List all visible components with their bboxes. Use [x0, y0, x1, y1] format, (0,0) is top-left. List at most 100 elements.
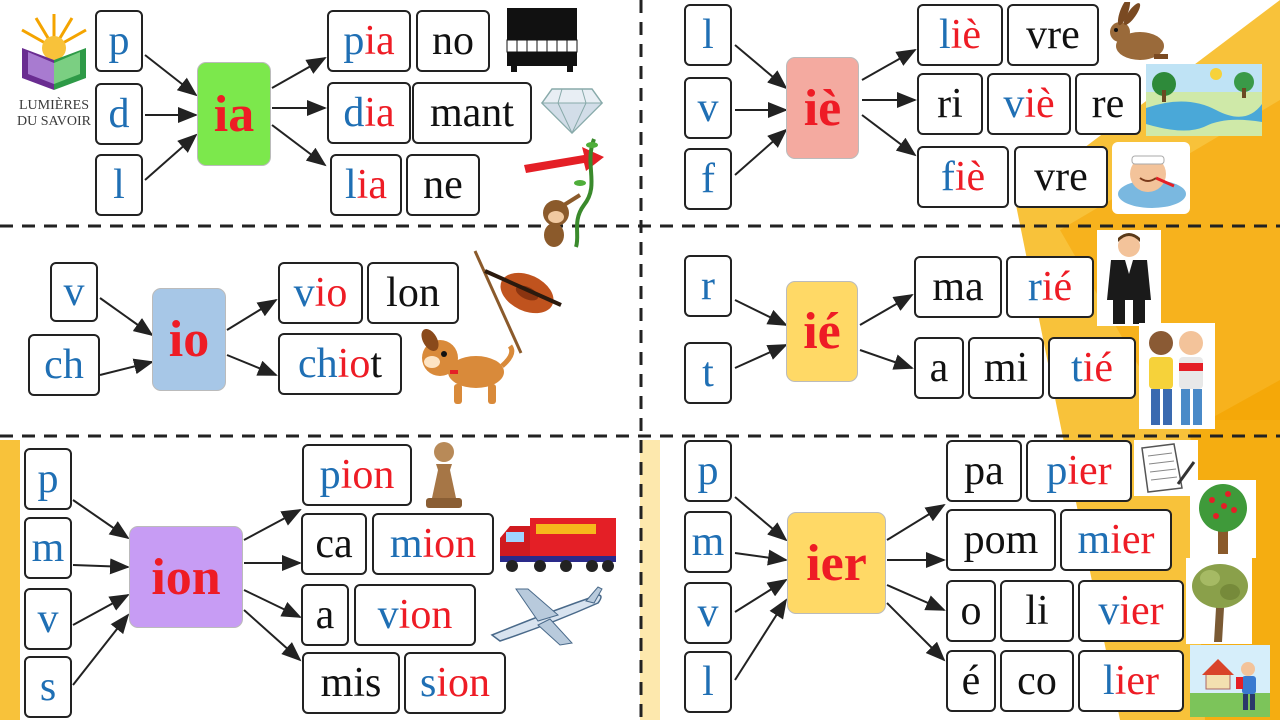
syllable-mi[interactable]: mi: [968, 337, 1044, 399]
consonant-p[interactable]: p: [95, 10, 143, 72]
diamond-icon: [540, 88, 604, 135]
syllable-ne[interactable]: ne: [406, 154, 480, 216]
sound-ia[interactable]: ia: [197, 62, 271, 166]
truck-icon: [500, 518, 616, 572]
syllable-ri[interactable]: ri: [917, 73, 983, 135]
consonant-l[interactable]: l: [684, 651, 732, 713]
syllable-pia[interactable]: pia: [327, 10, 411, 72]
brand-logo: LUMIÈRES DU SAVOIR: [8, 8, 100, 129]
syllable-part: ier: [1110, 517, 1155, 563]
sound-ie-acute[interactable]: ié: [786, 281, 858, 382]
syllable-part: v: [293, 270, 315, 316]
consonant-s[interactable]: s: [24, 656, 72, 718]
syllable-part: m: [1077, 517, 1111, 563]
syllable-part: d: [343, 90, 365, 136]
consonant-f[interactable]: f: [684, 148, 732, 210]
piano-icon: [506, 8, 578, 72]
syllable-a[interactable]: a: [301, 584, 349, 646]
consonant-m[interactable]: m: [684, 511, 732, 573]
consonant-p[interactable]: p: [684, 440, 732, 502]
consonant-v[interactable]: v: [24, 588, 72, 650]
syllable-mis[interactable]: mis: [302, 652, 400, 714]
syllable-pom[interactable]: pom: [946, 509, 1056, 571]
syllable-part: io: [314, 270, 348, 316]
sound-ier[interactable]: ier: [787, 512, 886, 614]
sound-io[interactable]: io: [152, 288, 226, 391]
airplane-icon: [490, 586, 603, 646]
syllable-ca[interactable]: ca: [301, 513, 367, 575]
syllable-co[interactable]: co: [1000, 650, 1074, 712]
syllable-part: s: [419, 660, 437, 706]
hare-icon: [1110, 2, 1168, 60]
syllable-part: ié: [1041, 264, 1073, 310]
syllable-a[interactable]: a: [914, 337, 964, 399]
syllable-no[interactable]: no: [416, 10, 490, 72]
monkey-vine-icon: [524, 138, 604, 248]
syllable-e[interactable]: é: [946, 650, 996, 712]
syllable-part: p: [1046, 448, 1068, 494]
consonant-v[interactable]: v: [684, 582, 732, 644]
syllable-part: ia: [364, 90, 395, 136]
olive-tree-icon: [1186, 558, 1252, 644]
syllable-part: iè: [950, 12, 981, 58]
consonant-r[interactable]: r: [684, 255, 732, 317]
consonant-v[interactable]: v: [50, 262, 98, 322]
consonant-m[interactable]: m: [24, 517, 72, 579]
sound-ie-grave[interactable]: iè: [786, 57, 859, 159]
groom-icon: [1097, 230, 1161, 326]
syllable-part: ion: [436, 660, 491, 706]
syllable-part: p: [319, 452, 341, 498]
syllable-part: ia: [364, 18, 395, 64]
syllable-part: l: [1103, 658, 1115, 704]
sound-ion[interactable]: ion: [129, 526, 243, 628]
syllable-part: m: [389, 521, 423, 567]
syllable-li[interactable]: li: [1000, 580, 1074, 642]
syllable-mant[interactable]: mant: [412, 82, 532, 144]
consonant-t[interactable]: t: [684, 342, 732, 404]
syllable-vre[interactable]: vre: [1014, 146, 1108, 208]
consonant-v[interactable]: v: [684, 77, 732, 139]
consonant-p[interactable]: p: [24, 448, 72, 510]
syllable-part: v: [1098, 588, 1120, 634]
syllable-part: ion: [398, 592, 453, 638]
syllable-part: r: [1027, 264, 1042, 310]
syllable-part: l: [345, 162, 357, 208]
friends-icon: [1139, 323, 1215, 429]
consonant-ch[interactable]: ch: [28, 334, 100, 396]
syllable-part: v: [1003, 81, 1025, 127]
syllable-part: v: [377, 592, 399, 638]
syllable-part: ié: [1082, 345, 1113, 391]
river-icon: [1146, 64, 1262, 136]
syllable-part: t: [1071, 345, 1083, 391]
consonant-l[interactable]: l: [684, 4, 732, 66]
syllable-re[interactable]: re: [1075, 73, 1141, 135]
syllable-part: ia: [356, 162, 387, 208]
consonant-l[interactable]: l: [95, 154, 143, 216]
syllable-part: ier: [1067, 448, 1112, 494]
consonant-d[interactable]: d: [95, 83, 143, 145]
syllable-vre[interactable]: vre: [1007, 4, 1099, 66]
syllable-lon[interactable]: lon: [367, 262, 459, 324]
syllable-ma[interactable]: ma: [914, 256, 1002, 318]
syllable-part: l: [939, 12, 951, 58]
syllable-pa[interactable]: pa: [946, 440, 1022, 502]
syllable-o[interactable]: o: [946, 580, 996, 642]
apple-tree-icon: [1190, 480, 1256, 558]
